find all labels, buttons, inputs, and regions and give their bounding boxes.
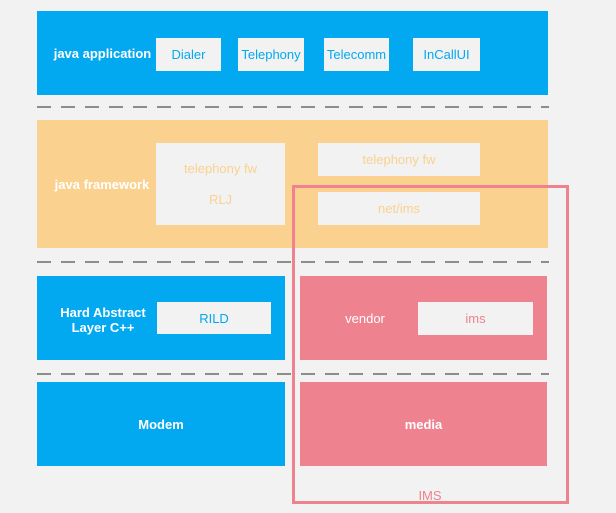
java-framework-label: java framework (54, 176, 150, 192)
rlj-label: RLJ (208, 191, 233, 207)
java-application-layer: java application Dialer Telephony Teleco… (37, 11, 548, 95)
hal-label-line2: Layer C++ (71, 320, 135, 335)
ims-group-label: IMS (418, 488, 442, 503)
telephony-fw-rlj-box: telephony fw RLJ (156, 143, 285, 225)
dialer-box: Dialer (156, 38, 221, 71)
ims-box: ims (418, 302, 533, 335)
telephony-box: Telephony (238, 38, 304, 71)
modem-layer: Modem (37, 382, 285, 466)
telephony-fw-label: telephony fw (184, 160, 257, 176)
incallui-box: InCallUI (413, 38, 480, 71)
java-application-label: java application (53, 45, 152, 61)
layer-divider (37, 261, 549, 263)
net-ims-box: net/ims (318, 192, 480, 225)
telephony-fw-box: telephony fw (318, 143, 480, 176)
vendor-label: vendor (345, 310, 385, 326)
layer-divider (37, 373, 549, 375)
layer-divider (37, 106, 549, 108)
media-layer: media (300, 382, 547, 466)
ims-group-frame (292, 185, 569, 504)
vendor-layer: vendor ims (300, 276, 547, 360)
hal-label-line1: Hard Abstract (60, 305, 146, 320)
telecomm-box: Telecomm (324, 38, 389, 71)
rild-box: RILD (157, 302, 271, 334)
hal-layer: Hard Abstract Layer C++ RILD (37, 276, 285, 360)
hal-label: Hard Abstract Layer C++ (51, 304, 155, 336)
